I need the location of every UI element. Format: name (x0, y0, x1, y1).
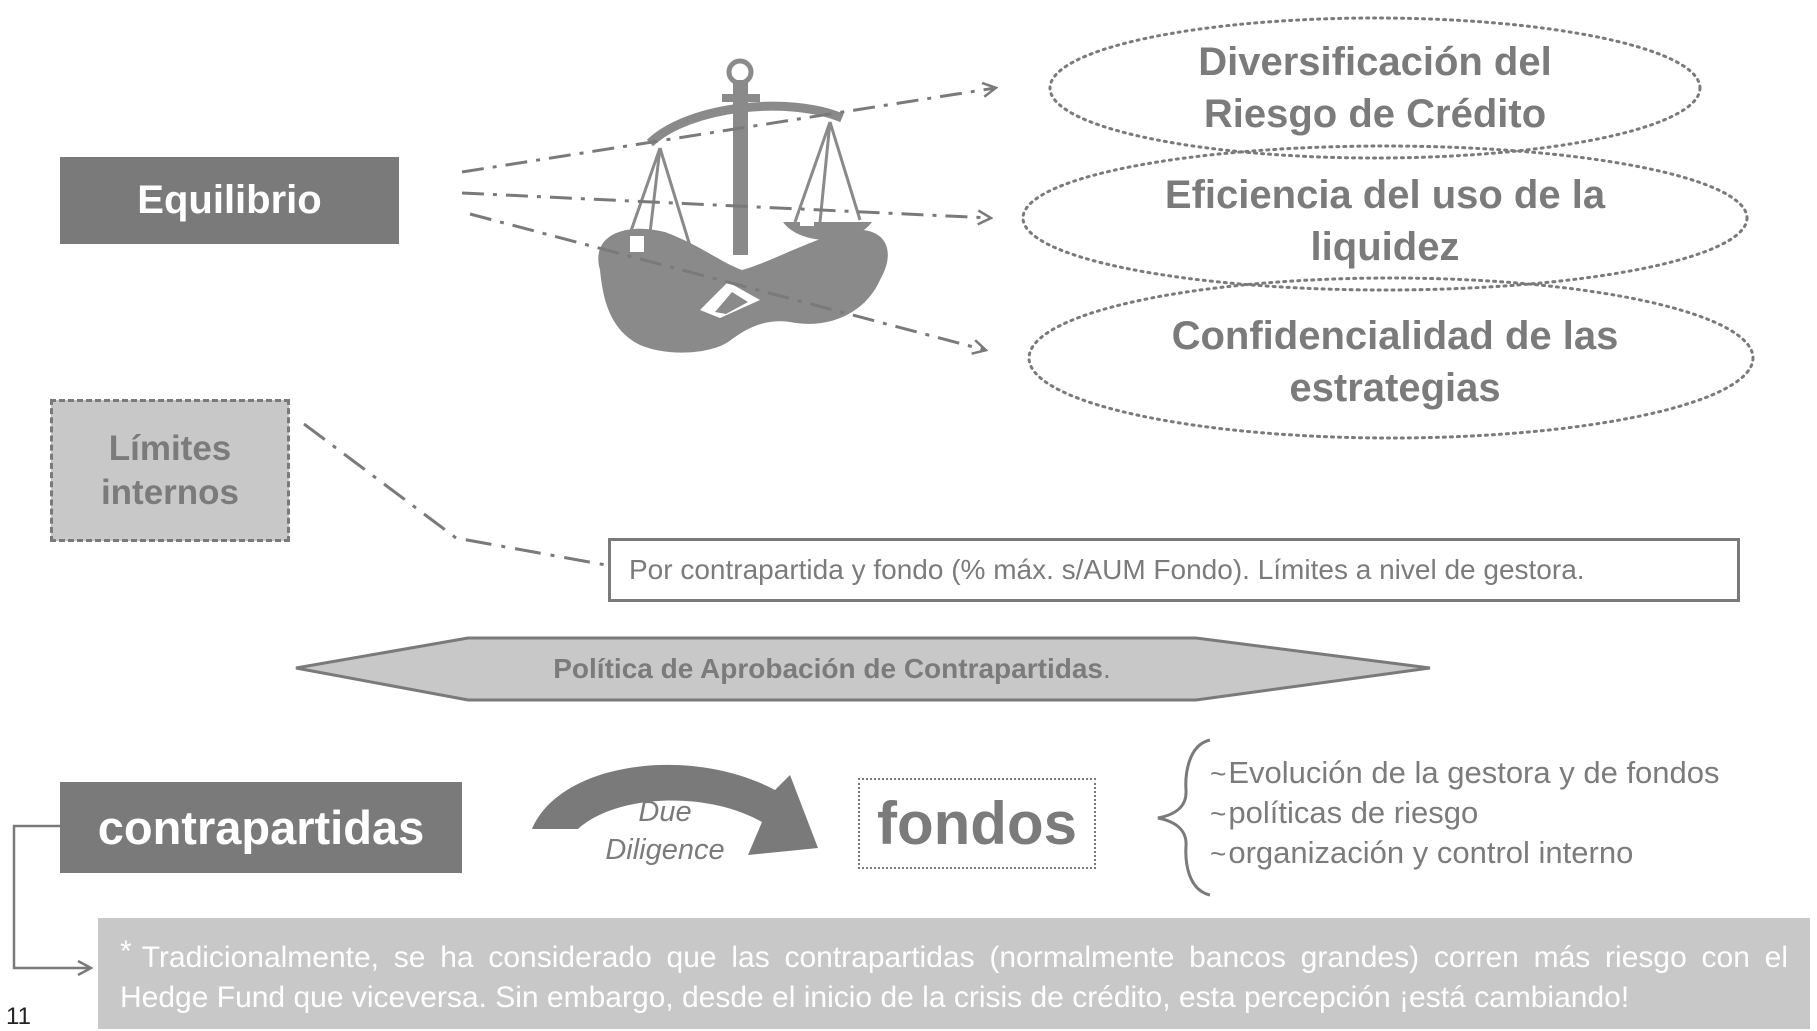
target-confidencialidad-line1: Confidencialidad de las (1171, 314, 1619, 358)
ellipse-eficiencia (1021, 144, 1749, 292)
policy-suffix: . (1102, 653, 1111, 684)
limits-note-box: Por contrapartida y fondo (% máx. s/AUM … (608, 538, 1740, 602)
policy-title: Política de Aprobación de Contrapartidas (553, 653, 1103, 684)
policy-banner-shape (295, 636, 1431, 702)
due-line1: Due (638, 796, 692, 828)
due-diligence-items: ~Evolución de la gestora y de fondos ~po… (1210, 753, 1770, 873)
curly-brace (1157, 738, 1211, 897)
target-eficiencia: Eficiencia del uso de la liquidez (1065, 165, 1705, 277)
ellipse-diversificacion (1048, 16, 1702, 160)
target-diversificacion: Diversificación del Riesgo de Crédito (1055, 32, 1695, 144)
footnote-text: Tradicionalmente, se ha considerado que … (120, 941, 1788, 1014)
fondos-box: fondos (858, 778, 1096, 869)
list-item: ~organización y control interno (1210, 833, 1770, 873)
equilibrio-box: Equilibrio (60, 157, 399, 244)
due-diligence-arrow (532, 764, 818, 855)
target-eficiencia-line1: Eficiencia del uso de la (1164, 173, 1606, 217)
tilde-marker: ~ (1210, 758, 1227, 789)
target-ellipses (1021, 16, 1755, 440)
footnote-connector (12, 824, 90, 968)
tilde-marker: ~ (1210, 838, 1227, 869)
target-diversificacion-line1: Diversificación del (1198, 40, 1552, 84)
fondos-label: fondos (877, 790, 1077, 857)
arrow-to-diversificacion (461, 88, 995, 174)
page-number: 11 (6, 1003, 31, 1030)
limits-note-text: Por contrapartida y fondo (% máx. s/AUM … (629, 554, 1585, 585)
due-line2: Diligence (605, 834, 725, 866)
arrow-to-eficiencia (461, 191, 990, 218)
tilde-marker: ~ (1210, 798, 1227, 829)
limites-internos-box: Límites internos (50, 399, 290, 542)
item-organizacion: organización y control interno (1228, 835, 1634, 870)
ellipse-confidencialidad (1027, 276, 1755, 440)
connector-arrows (461, 88, 995, 350)
list-item: ~Evolución de la gestora y de fondos (1210, 753, 1770, 793)
contrapartidas-label: contrapartidas (97, 801, 425, 854)
limits-connector (303, 422, 607, 567)
due-diligence-label: Due Diligence (585, 793, 745, 869)
footnote-marker: * (120, 935, 132, 968)
target-diversificacion-line2: Riesgo de Crédito (1203, 92, 1547, 136)
contrapartidas-box: contrapartidas (60, 782, 462, 873)
limites-line1: Límites (108, 428, 232, 468)
limites-line2: internos (100, 472, 240, 512)
target-confidencialidad: Confidencialidad de las estrategias (1075, 306, 1715, 418)
arrow-to-confidencialidad (469, 212, 985, 350)
scale-icon (598, 58, 888, 353)
item-politicas: políticas de riesgo (1228, 795, 1479, 830)
equilibrio-label: Equilibrio (137, 178, 322, 222)
target-confidencialidad-line2: estrategias (1289, 366, 1501, 410)
policy-banner: Política de Aprobación de Contrapartidas… (468, 640, 1196, 698)
item-evolucion: Evolución de la gestora y de fondos (1228, 755, 1720, 790)
list-item: ~políticas de riesgo (1210, 793, 1770, 833)
footnote-box: *Tradicionalmente, se ha considerado que… (98, 918, 1810, 1029)
target-eficiencia-line2: liquidez (1310, 225, 1460, 269)
